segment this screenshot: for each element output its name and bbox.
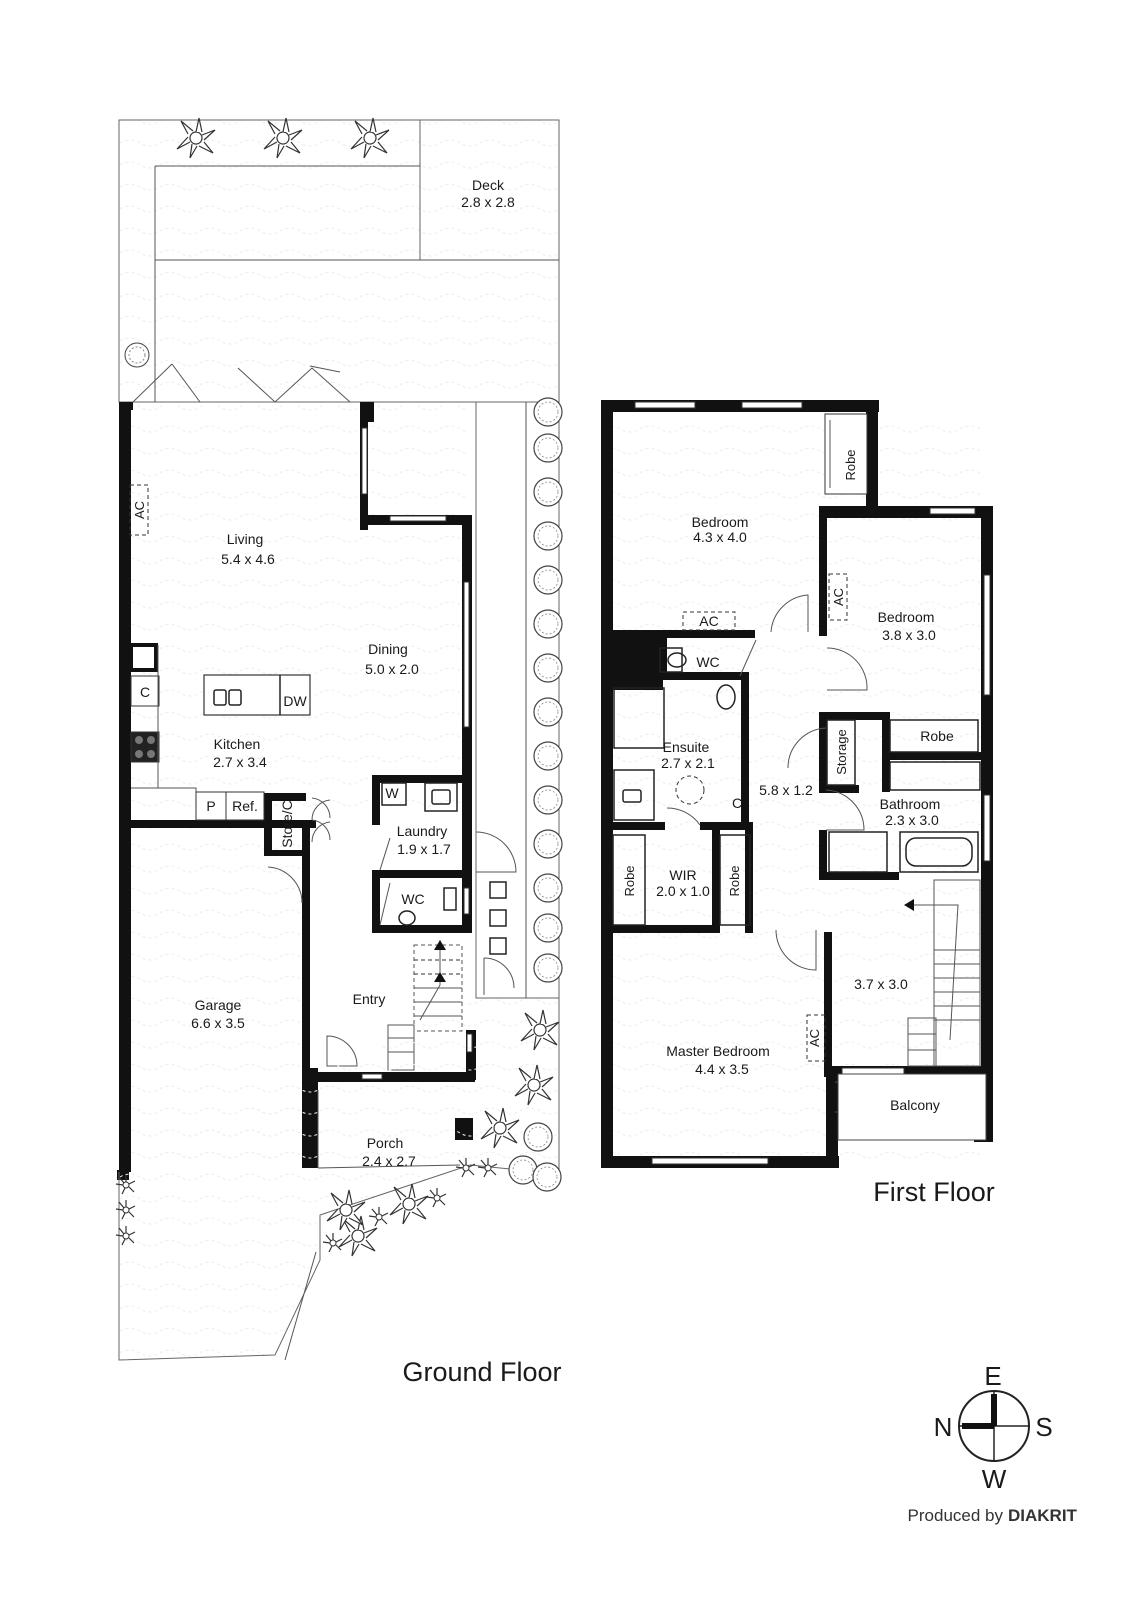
bathroom-name: Bathroom bbox=[880, 796, 941, 812]
hall-size: 5.8 x 1.2 bbox=[759, 782, 813, 798]
compass-south: S bbox=[1035, 1412, 1052, 1442]
fixture-labels: AC C DW P Ref. Store/C W WC Robe AC AC W… bbox=[132, 449, 954, 1047]
compass-west: W bbox=[982, 1464, 1007, 1494]
master-size: 4.4 x 3.5 bbox=[695, 1061, 749, 1077]
master-name: Master Bedroom bbox=[666, 1043, 769, 1059]
ac-label: AC bbox=[807, 1029, 822, 1047]
robe-label: Robe bbox=[920, 728, 954, 744]
kitchen-size: 2.7 x 3.4 bbox=[213, 754, 267, 770]
entry-name: Entry bbox=[353, 991, 386, 1007]
first-floor-title: First Floor bbox=[873, 1177, 995, 1207]
garage-name: Garage bbox=[195, 997, 242, 1013]
living-name: Living bbox=[227, 531, 264, 547]
dining-size: 5.0 x 2.0 bbox=[365, 661, 419, 677]
plant-icon bbox=[389, 1183, 429, 1225]
first-floor bbox=[601, 400, 993, 1168]
ground-floor-title: Ground Floor bbox=[402, 1357, 561, 1387]
wir-name: WIR bbox=[669, 867, 696, 883]
bathroom-size: 2.3 x 3.0 bbox=[885, 812, 939, 828]
cupboard-label: C bbox=[732, 795, 742, 811]
laundry-size: 1.9 x 1.7 bbox=[397, 841, 451, 857]
ensuite-name: Ensuite bbox=[663, 739, 710, 755]
hedge bbox=[533, 397, 563, 983]
stairs-first bbox=[904, 879, 981, 1067]
bedroom2-size: 3.8 x 3.0 bbox=[882, 627, 936, 643]
compass-icon: E N S W bbox=[934, 1361, 1053, 1494]
bedroom2-name: Bedroom bbox=[878, 609, 935, 625]
robe-label: Robe bbox=[843, 449, 858, 480]
store-label: Store/C bbox=[279, 800, 295, 847]
deck-size: 2.8 x 2.8 bbox=[461, 194, 515, 210]
washer-label: W bbox=[385, 785, 399, 801]
bedroom1-name: Bedroom bbox=[692, 514, 749, 530]
credit-brand: DIAKRIT bbox=[1008, 1506, 1078, 1525]
room-labels: Deck 2.8 x 2.8 Living 5.4 x 4.6 Dining 5… bbox=[191, 177, 940, 1169]
pantry-label: P bbox=[206, 798, 215, 814]
wc-ground-label: WC bbox=[401, 891, 424, 907]
ac-label: AC bbox=[831, 588, 846, 606]
cupboard-label: C bbox=[140, 684, 150, 700]
bedroom1-size: 4.3 x 4.0 bbox=[693, 529, 747, 545]
robe-label: Robe bbox=[622, 865, 637, 896]
ground-floor bbox=[115, 117, 563, 1361]
ac-label: AC bbox=[699, 613, 718, 629]
living-size: 5.4 x 4.6 bbox=[221, 551, 275, 567]
compass-east: E bbox=[984, 1361, 1001, 1391]
storage-label: Storage bbox=[834, 729, 849, 775]
dining-name: Dining bbox=[368, 641, 408, 657]
tree-icon bbox=[124, 342, 150, 368]
ensuite-size: 2.7 x 2.1 bbox=[661, 755, 715, 771]
robe-label: Robe bbox=[727, 865, 742, 896]
garage-size: 6.6 x 3.5 bbox=[191, 1015, 245, 1031]
balcony-name: Balcony bbox=[890, 1097, 940, 1113]
ac-label: AC bbox=[132, 501, 147, 519]
kitchen-island bbox=[203, 674, 311, 716]
laundry-name: Laundry bbox=[397, 823, 448, 839]
compass-north: N bbox=[934, 1412, 953, 1442]
wir-size: 2.0 x 1.0 bbox=[656, 883, 710, 899]
wc-first-label: WC bbox=[696, 654, 719, 670]
fridge-label: Ref. bbox=[232, 798, 258, 814]
kitchen-name: Kitchen bbox=[214, 736, 261, 752]
porch-name: Porch bbox=[367, 1135, 404, 1151]
porch-size: 2.4 x 2.7 bbox=[362, 1153, 416, 1169]
deck-name: Deck bbox=[472, 177, 505, 193]
credit-prefix: Produced by bbox=[908, 1506, 1004, 1525]
retreat-size: 3.7 x 3.0 bbox=[854, 976, 908, 992]
dishwasher-label: DW bbox=[283, 693, 307, 709]
rear-yard bbox=[118, 119, 560, 403]
